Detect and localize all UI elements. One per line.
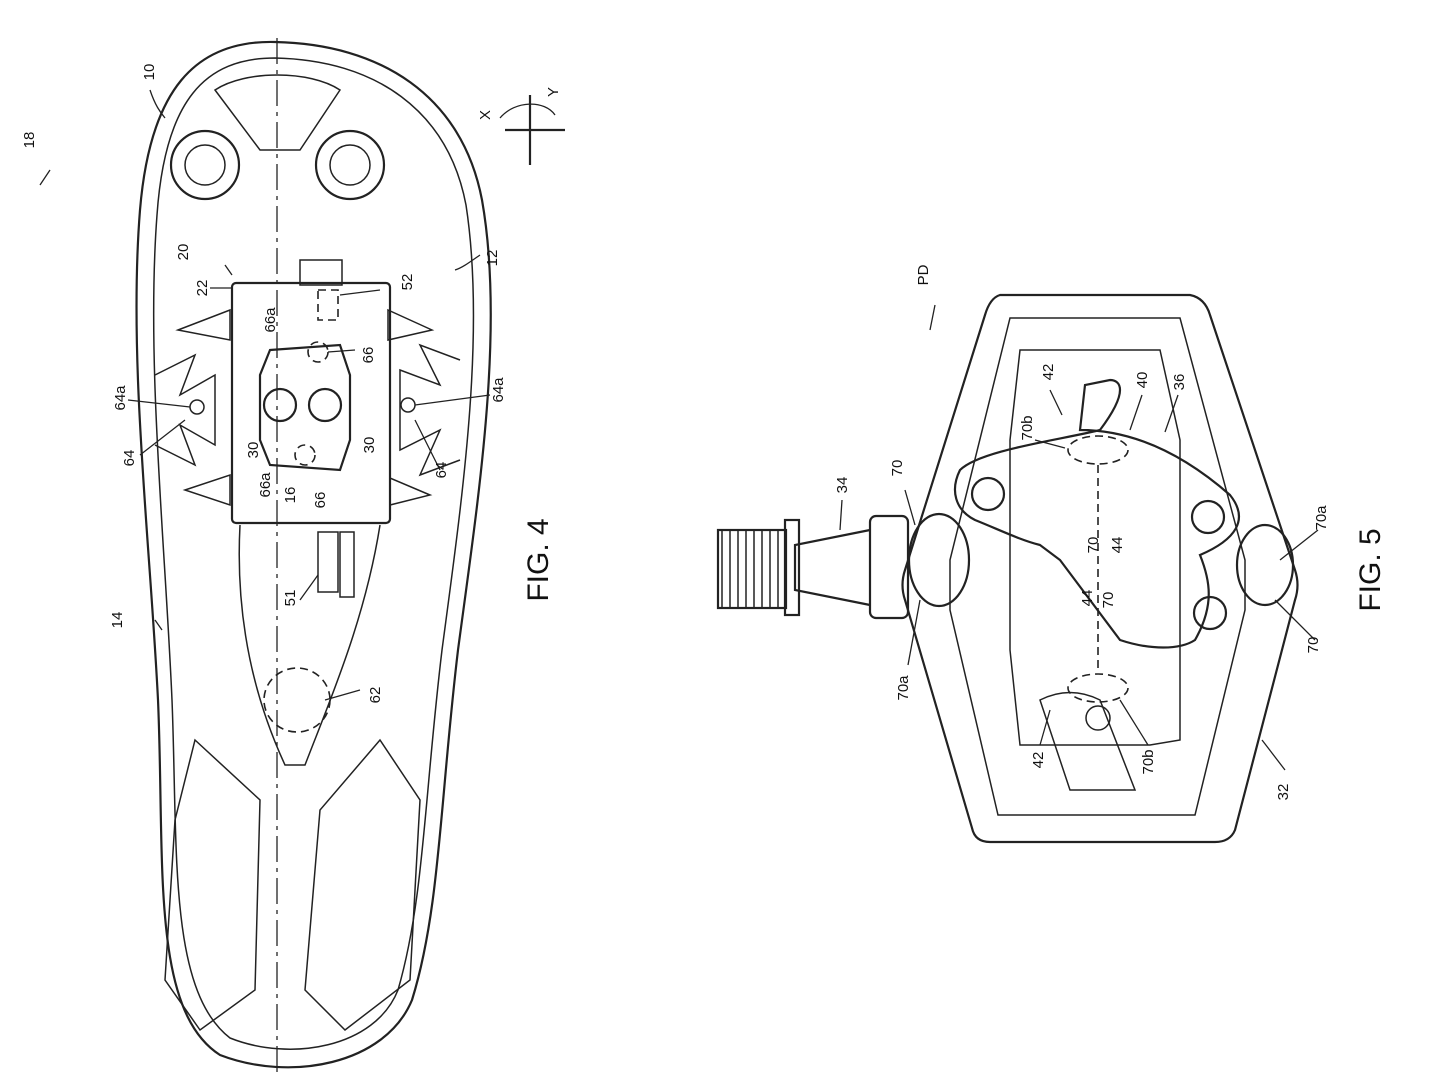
label-51: 51 [282,590,299,607]
label-36: 36 [1171,374,1188,391]
label-66a-bottom: 66a [257,472,274,498]
adjuster-52 [299,259,343,286]
tread-triangle [387,308,435,341]
label-PD: PD [915,264,932,285]
heel-tread-right [304,738,421,1031]
hidden-70b-bottom [1067,673,1129,703]
clip-36 [953,378,1241,649]
label-66-bottom: 66 [312,492,329,509]
cleat-16 [258,343,352,472]
axis-label-y: Y [545,87,562,97]
tread-triangle [389,476,433,506]
screw-right-top [1190,499,1226,535]
label-32: 32 [1275,784,1292,801]
label-30-left: 30 [245,442,262,459]
label-20: 20 [175,244,192,261]
xy-axis-indicator [499,95,565,165]
hidden-66-bottom [294,444,316,466]
label-70-center: 70 [1085,537,1102,554]
label-18: 18 [21,132,38,149]
label-64a-right: 64a [490,377,507,403]
label-42-top: 42 [1040,364,1057,381]
hole-64a-left [189,399,205,415]
axis-label-x: X [477,110,494,120]
label-66a-top: 66a [262,307,279,333]
tread-right [399,343,461,477]
toe-stud-right [314,129,386,201]
label-70-right: 70 [1305,637,1322,654]
screw-left [970,476,1006,512]
label-22: 22 [194,280,211,297]
adjuster-51 [317,531,339,593]
label-34: 34 [834,477,851,494]
tread-triangle [182,473,231,507]
shoe-inner-outline [152,57,475,1050]
binding-frame [1009,349,1181,746]
hidden-66-top [307,341,329,363]
label-30-right: 30 [361,437,378,454]
label-14: 14 [109,612,126,629]
label-62: 62 [367,687,384,704]
toe-stud-left [169,129,241,201]
label-70-left: 70 [889,460,906,477]
label-66-top: 66 [360,347,377,364]
label-70b-top: 70b [1019,415,1036,440]
spindle-34 [716,514,910,620]
shoe-outer-outline [135,40,492,1069]
tread-triangle [175,308,231,341]
hole-64a-right [400,397,416,413]
hidden-62 [263,667,331,733]
hidden-70b-top [1067,435,1129,465]
label-16: 16 [282,487,299,504]
rear-screw [1085,705,1111,731]
label-64a-left: 64a [112,385,129,411]
bolt-30-right [307,387,343,423]
label-70-lower: 70 [1100,592,1117,609]
fig5-pedal: PD 42 40 36 70b 70 44 34 70 70a 70a 44 7… [716,264,1387,844]
label-64-left: 64 [121,450,138,467]
figure-title-fig5: FIG. 5 [1354,528,1387,611]
adjuster-52-hidden [317,289,339,321]
label-40: 40 [1134,372,1151,389]
label-70a-right: 70a [1313,505,1330,531]
label-44-lower: 44 [1079,590,1096,607]
label-52: 52 [399,274,416,291]
figure-title-fig4: FIG. 4 [522,518,555,601]
label-70a-left: 70a [895,675,912,701]
screw-right-bottom [1192,595,1228,631]
cleat-plate-22 [230,281,392,525]
pedal-body-inner [949,317,1246,816]
label-10: 10 [141,64,158,81]
label-42-bottom: 42 [1030,752,1047,769]
bolt-30-left [262,387,298,423]
label-12: 12 [484,250,501,267]
tread-left [154,353,216,467]
toe-tread [213,74,342,151]
label-44-center: 44 [1109,537,1126,554]
adjuster-51-rack [339,531,355,598]
label-70b-bottom: 70b [1140,749,1157,774]
pedal-body-outer-32 [901,293,1299,844]
pad-70a-left [907,512,971,608]
fig4-shoe-sole: 18 10 12 14 20 22 52 66a 66 64a 64a 64 6… [21,38,565,1075]
label-64-right: 64 [433,462,450,479]
pad-70a-right [1235,523,1295,607]
midsole-shank [238,524,381,766]
rear-clip-42 [1039,691,1137,791]
heel-tread-left [164,738,261,1032]
